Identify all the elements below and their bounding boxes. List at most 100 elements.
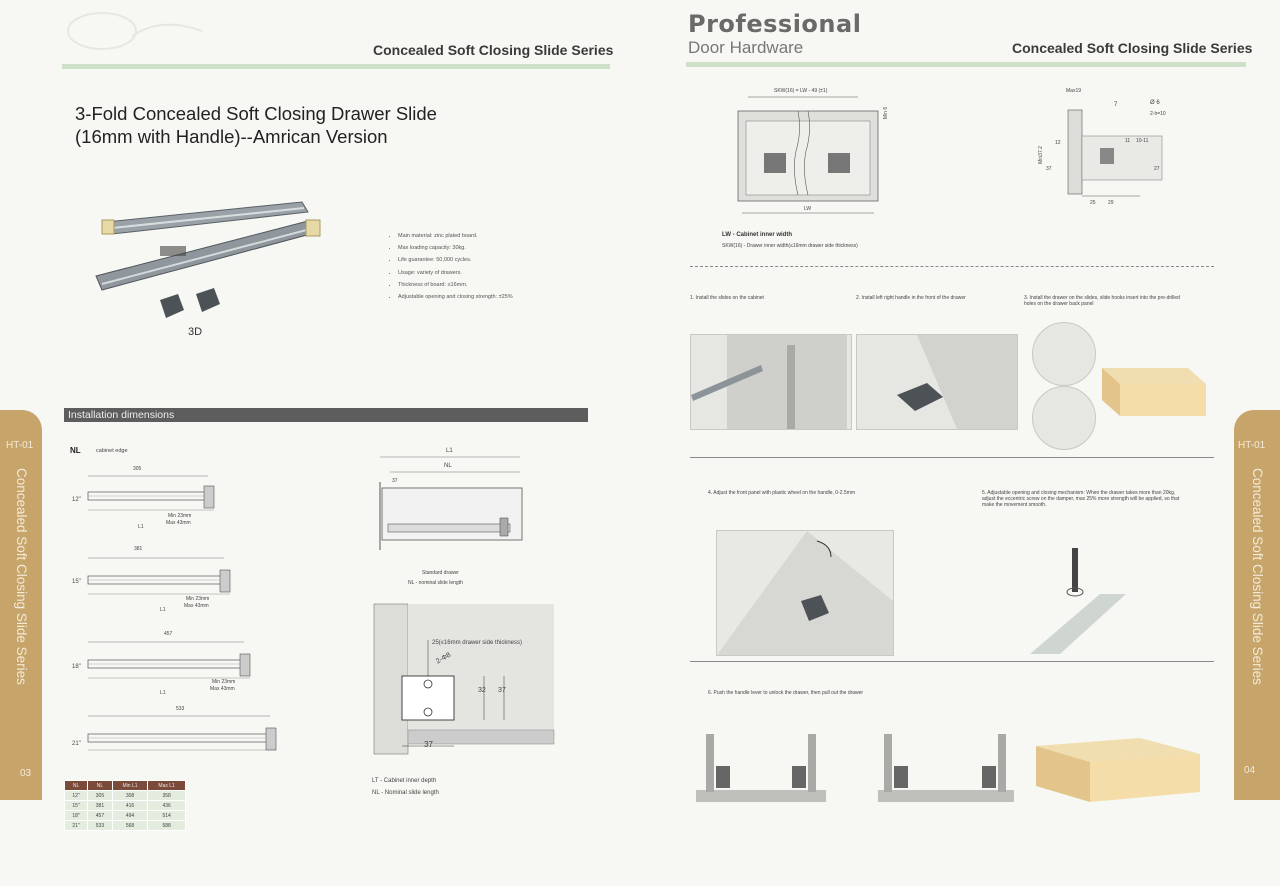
- spec-item: Max loading capacity: 30kg.: [398, 242, 608, 254]
- lw-caption: LW - Cabinet inner width: [722, 232, 792, 238]
- side-tab-left: HT-01 Concealed Soft Closing Slide Serie…: [0, 410, 42, 800]
- max-label-18: Max 43mm: [210, 686, 235, 692]
- product-title-line2: (16mm with Handle)--Amrican Version: [75, 126, 388, 147]
- side-tab-left-text: Concealed Soft Closing Slide Series: [14, 468, 29, 685]
- step-6-text: 6. Push the handle lever to unlock the d…: [708, 690, 864, 696]
- min-label-12: Min 23mm: [168, 513, 192, 519]
- slide-drawing-12: [87, 475, 215, 511]
- min-label-15: Min 23mm: [186, 596, 210, 602]
- skw-formula: SKW(16) = LW - 49 (±1): [774, 88, 828, 94]
- table-row: 18" 457 494 514: [63, 810, 186, 821]
- side-tab-right-code: HT-01: [1238, 440, 1266, 451]
- step-4-illustration: [716, 530, 894, 656]
- side-tab-right: HT-01 Concealed Soft Closing Slide Serie…: [1234, 410, 1280, 800]
- page-number-right: 04: [1244, 765, 1256, 776]
- table-header-cell: Min L1: [111, 780, 149, 791]
- drawer-nl-label: NL: [444, 463, 452, 469]
- dim-10-11-label: 10-11: [1136, 138, 1149, 144]
- nl-label: NL: [70, 446, 81, 455]
- header-rule-left: [62, 64, 610, 69]
- dim-top-21: 533: [176, 706, 185, 712]
- cabinet-edge-label: cabinet edge: [96, 448, 128, 454]
- l1-label-12: L1: [138, 524, 144, 530]
- h10-label: 2-h=10: [1150, 111, 1166, 117]
- side-thickness-label: 25(≤16mm drawer side thickness): [432, 640, 522, 646]
- table-row: 12" 305 308 358: [63, 790, 186, 801]
- dim-top-12: 305: [133, 466, 142, 472]
- step-5-illustration: [1030, 542, 1126, 654]
- side-tab-left-code: HT-01: [6, 440, 34, 451]
- max-label-12: Max 43mm: [166, 520, 191, 526]
- slide-rail-upper: [101, 201, 309, 235]
- product-title: 3-Fold Concealed Soft Closing Drawer Sli…: [75, 102, 437, 148]
- dim-11-label: 11: [1125, 138, 1131, 144]
- table-cell: 12": [63, 790, 89, 801]
- table-cell: 305: [87, 790, 113, 801]
- slide-drawing-15: [87, 557, 231, 595]
- nl-nominal-label: NL - nominal slide length: [408, 580, 463, 586]
- header-rule-right: [686, 62, 1246, 67]
- table-cell: 533: [87, 820, 113, 831]
- header-series-right: Concealed Soft Closing Slide Series: [1012, 40, 1253, 56]
- dimensions-table: NL NL Min L1 Max L1 12" 305 308 358 15" …: [63, 780, 186, 831]
- drawer-37-label: 37: [392, 478, 398, 484]
- min-label-18: Min 23mm: [212, 679, 236, 685]
- spec-item: Thickness of board: ≤16mm.: [398, 279, 608, 291]
- standard-drawer-label: Standard drawer: [422, 570, 459, 576]
- table-cell: 568: [111, 820, 149, 831]
- table-cell: 436: [147, 800, 186, 811]
- dim-37b-label: 37: [424, 740, 433, 749]
- label-3d: 3D: [188, 326, 203, 338]
- table-row: 21" 533 568 588: [63, 820, 186, 831]
- rear-hook-drawing: [1067, 109, 1163, 197]
- legend-lt: LT - Cabinet inner depth: [372, 778, 437, 784]
- lw-dim-label: LW: [804, 206, 812, 212]
- spec-item: Life guarantee: 50,000 cycles.: [398, 254, 608, 266]
- step-6-illustration-b: [878, 734, 1014, 802]
- dim-37-right-label: 37: [1046, 166, 1052, 172]
- spec-item: Usage: variety of drawers.: [398, 267, 608, 279]
- spec-item: Adjustable opening and closing strength:…: [398, 291, 608, 303]
- handle-hole-drawing: [373, 603, 555, 755]
- min372-label: Min37.2: [1037, 146, 1044, 164]
- table-header-row: NL NL Min L1 Max L1: [63, 780, 186, 791]
- max-label-15: Max 43mm: [184, 603, 209, 609]
- drawer-l1-label: L1: [446, 448, 453, 454]
- size-label-21: 21": [72, 741, 81, 747]
- step-1-illustration: [690, 334, 852, 430]
- step-6-illustration-a: [696, 734, 826, 802]
- table-cell: 21": [63, 820, 89, 831]
- size-label-15: 15": [72, 579, 81, 585]
- step-3-detail-bottom: [1032, 386, 1096, 450]
- spec-list: Main material: zinc plated board. Max lo…: [388, 230, 608, 303]
- installation-dimensions-bar: Installation dimensions: [64, 408, 588, 422]
- table-cell: 308: [111, 790, 149, 801]
- l1-label-15: L1: [160, 607, 166, 613]
- product-image: [92, 192, 332, 342]
- dim-top-15: 381: [134, 546, 143, 552]
- step-3-detail-top: [1032, 322, 1096, 386]
- slide-drawing-18: [87, 641, 251, 679]
- step-1-text: 1. Install the slides on the cabinet: [690, 295, 764, 301]
- table-row: 15" 381 416 436: [63, 800, 186, 811]
- dim-25-label: 25: [1090, 200, 1096, 206]
- dim-27-label: 27: [1154, 166, 1160, 172]
- table-cell: 514: [147, 810, 186, 821]
- brand-title: Professional: [688, 10, 862, 38]
- table-cell: 358: [147, 790, 186, 801]
- dim-37-label: 37: [498, 687, 506, 694]
- step-3-illustration: [1098, 344, 1210, 434]
- table-header-cell: NL: [63, 780, 89, 791]
- dim-7-label: 7: [1114, 102, 1118, 108]
- table-cell: 381: [87, 800, 113, 811]
- table-cell: 494: [111, 810, 149, 821]
- page-number-left: 03: [20, 768, 32, 779]
- dim-32-label: 32: [478, 687, 486, 694]
- l1-label-18: L1: [160, 690, 166, 696]
- max19-label: Max19: [1066, 88, 1082, 94]
- table-cell: 18": [63, 810, 89, 821]
- drawer-side-drawing: [379, 456, 523, 550]
- table-cell: 588: [147, 820, 186, 831]
- table-header-cell: Max L1: [147, 780, 186, 791]
- step-6-illustration-c: [1030, 716, 1210, 812]
